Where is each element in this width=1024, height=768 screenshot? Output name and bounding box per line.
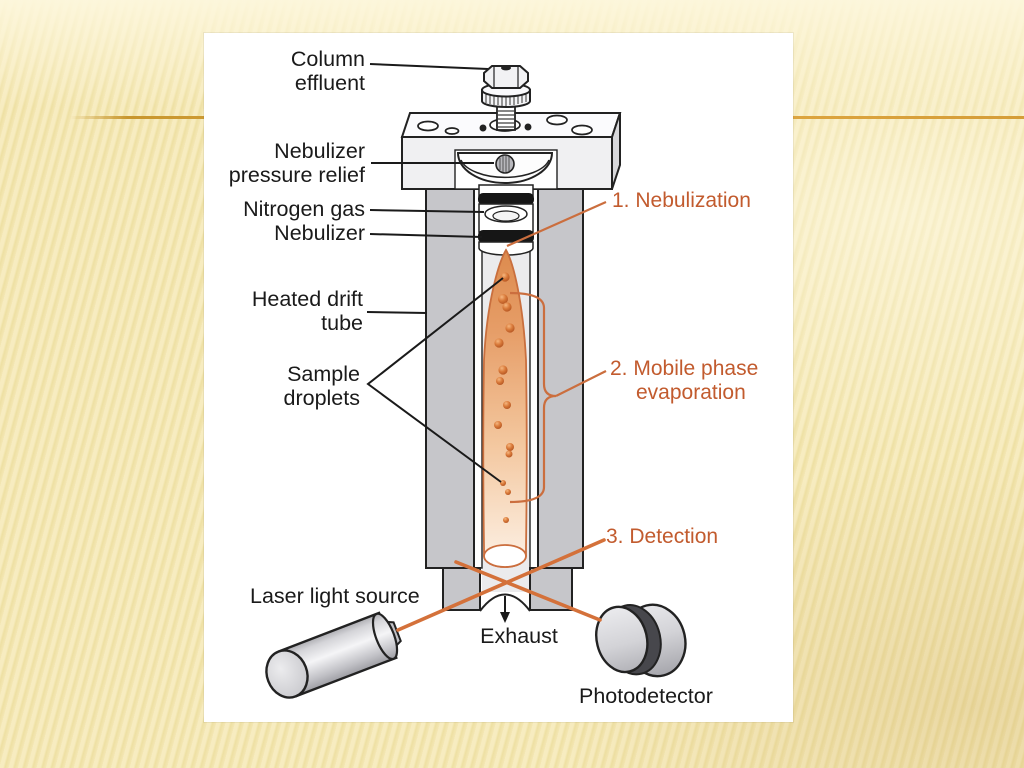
- spray-cone: [482, 248, 528, 568]
- label-photodetector: Photodetector: [579, 684, 713, 708]
- detector-diagram: Column effluent Nebulizer pressure relie…: [229, 47, 759, 708]
- hex-nut: [483, 65, 529, 89]
- step-annotations: [506, 200, 607, 504]
- black-labels: Column effluent Nebulizer pressure relie…: [229, 47, 713, 708]
- orange-step-labels: 1. Nebulization 2. Mobile phase evaporat…: [606, 189, 758, 548]
- label-laser: Laser light source: [250, 584, 420, 608]
- label-nitrogen-gas: Nitrogen gas: [243, 197, 365, 221]
- laser-beams: [396, 538, 606, 632]
- step-1-label: 1. Nebulization: [612, 189, 751, 212]
- label-drift-tube-2: tube: [321, 311, 363, 335]
- o-ring-bottom: [478, 230, 534, 243]
- relief-screw: [495, 154, 515, 174]
- scattered-beam: [454, 560, 602, 622]
- o-ring-top: [478, 193, 534, 205]
- exhaust-arrow: [500, 596, 510, 623]
- label-sample-droplets-1: Sample: [287, 362, 360, 386]
- column-effluent-fitting: [481, 65, 531, 131]
- pressure-relief-dome: [454, 149, 558, 190]
- leader-lines: [366, 63, 504, 483]
- diagram-panel: Column effluent Nebulizer pressure relie…: [204, 33, 793, 722]
- housing-wall-right: [537, 187, 584, 569]
- drift-tube-body: [425, 187, 584, 612]
- nebulizer-stack: [478, 184, 534, 256]
- laser-cylinder: [265, 611, 402, 699]
- photodetector-cylinder: [595, 603, 687, 678]
- housing-wall-left: [425, 187, 475, 569]
- label-sample-droplets-2: droplets: [284, 386, 361, 410]
- step-2-label-1: 2. Mobile phase: [610, 357, 758, 380]
- label-pressure-relief-2: pressure relief: [229, 163, 365, 187]
- tube-exit-opening: [483, 544, 527, 568]
- label-drift-tube-1: Heated drift: [252, 287, 363, 311]
- step-2-label-2: evaporation: [636, 381, 746, 404]
- label-column-effluent-2: effluent: [295, 71, 365, 95]
- label-column-effluent-1: Column: [291, 47, 365, 71]
- step-3-label: 3. Detection: [606, 525, 718, 548]
- sample-droplets-group: [494, 272, 515, 523]
- label-pressure-relief-1: Nebulizer: [274, 139, 365, 163]
- label-exhaust: Exhaust: [480, 624, 558, 648]
- label-nebulizer: Nebulizer: [274, 221, 365, 245]
- leg-right: [529, 567, 573, 611]
- laser-beam: [396, 538, 606, 632]
